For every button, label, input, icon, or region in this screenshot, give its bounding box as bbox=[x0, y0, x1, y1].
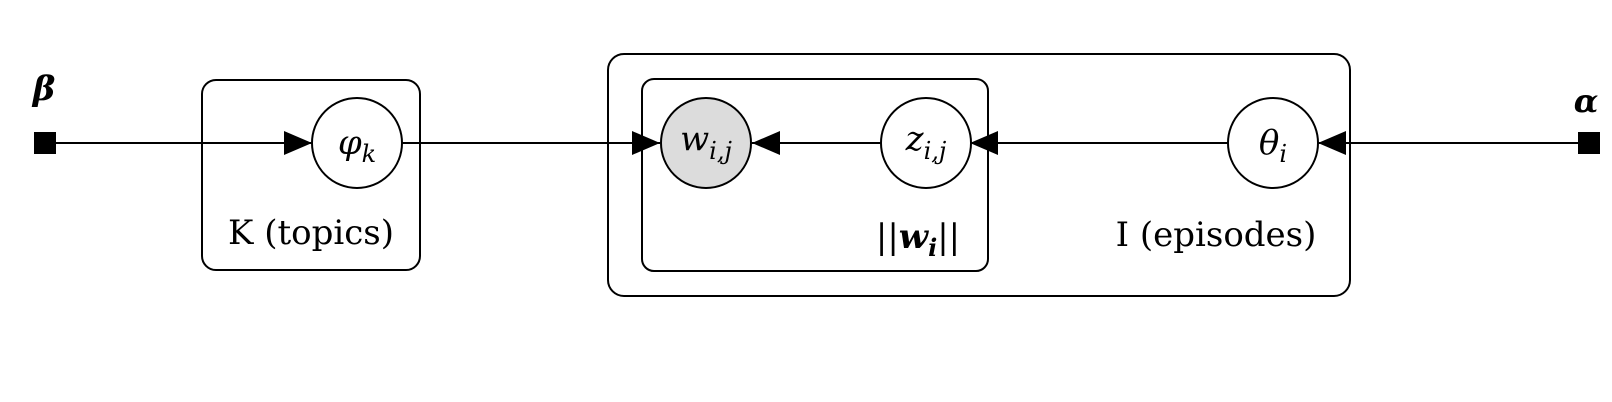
plate-words-label: ||wi|| bbox=[876, 217, 960, 262]
plate-episodes bbox=[607, 53, 1351, 297]
theta-node-label: θi bbox=[1259, 123, 1287, 168]
phi-node-label: φk bbox=[338, 123, 376, 168]
phi-node bbox=[311, 97, 403, 189]
alpha-hyperparameter-node bbox=[1578, 132, 1600, 154]
alpha-label: α bbox=[1574, 82, 1599, 120]
z-node-label: zi,j bbox=[905, 119, 947, 165]
beta-hyperparameter-node bbox=[34, 132, 56, 154]
plate-words bbox=[641, 78, 989, 272]
plate-topics bbox=[201, 79, 421, 271]
z-node bbox=[880, 97, 972, 189]
w-observed-node bbox=[660, 97, 752, 189]
plate-topics-label: K (topics) bbox=[228, 213, 394, 253]
w-node-label: wi,j bbox=[680, 119, 732, 165]
theta-node bbox=[1227, 97, 1319, 189]
plate-episodes-label: I (episodes) bbox=[1116, 215, 1317, 255]
beta-label: β bbox=[31, 69, 56, 109]
